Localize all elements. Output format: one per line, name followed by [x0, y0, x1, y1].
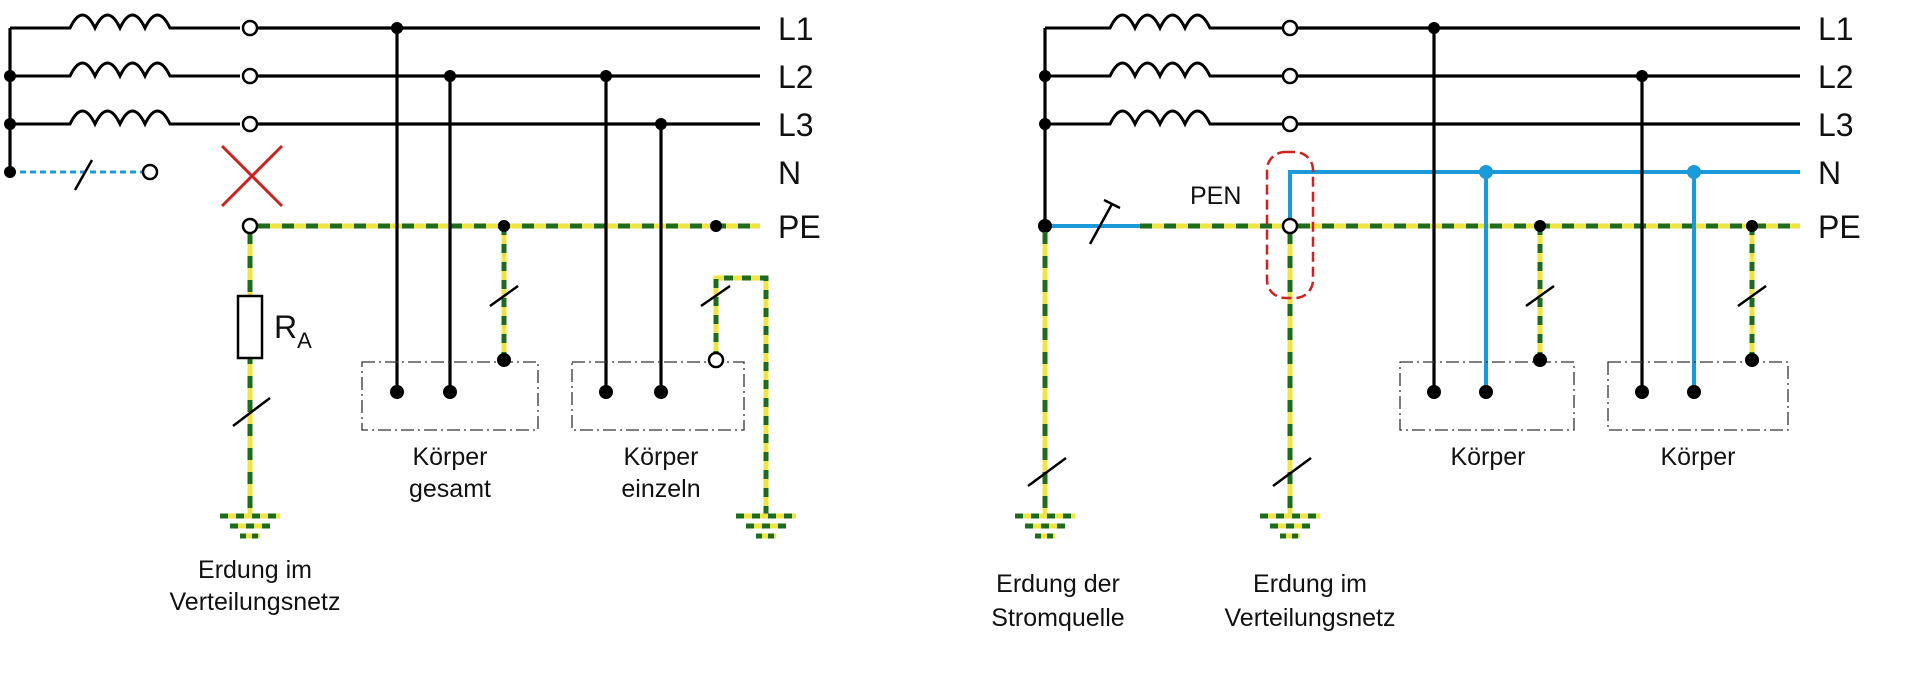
pe-drop-body-einzeln [713, 275, 769, 515]
junction-dot [1039, 118, 1051, 130]
body-terminal-dot [1479, 385, 1493, 399]
body-terminal-circle [707, 351, 725, 369]
body-label-einzeln-2: einzeln [621, 475, 700, 503]
junction-dot [1534, 220, 1546, 232]
pen-split-terminal [1281, 217, 1299, 235]
coil-l3-left [10, 109, 240, 128]
earth-symbol [220, 513, 280, 539]
body-label-gesamt-1: Körper [412, 443, 487, 471]
line-label-l3: L3 [1818, 107, 1854, 143]
switch-right [1088, 203, 1114, 245]
coil-l1-left [10, 13, 240, 32]
coil-l1-right [1045, 13, 1282, 32]
junction-dot [4, 70, 16, 82]
earth-source-label-2: Stromquelle [991, 604, 1124, 632]
switch-left [73, 159, 94, 191]
pe-terminal-circle [241, 217, 259, 235]
pen-label: PEN [1190, 182, 1241, 210]
line-label-n: N [1818, 155, 1841, 191]
earth-source-label-1: Erdung der [996, 570, 1120, 598]
line-label-l3: L3 [778, 107, 814, 143]
line-label-pe: PE [778, 209, 821, 245]
body-terminal-dot [443, 385, 457, 399]
junction-dot [655, 118, 667, 130]
body-terminal-dot [654, 385, 668, 399]
junction-dot [1636, 70, 1648, 82]
junction-dot [710, 220, 722, 232]
body-label-gesamt-2: gesamt [409, 475, 491, 503]
line-label-l1: L1 [778, 11, 814, 47]
body-box-right-2 [1607, 361, 1789, 431]
line-label-l2: L2 [778, 59, 814, 95]
body-terminal-dot [1533, 353, 1547, 367]
body-box-einzeln [571, 361, 745, 431]
terminal-circle [241, 67, 259, 85]
junction-dot [1038, 219, 1052, 233]
body-terminal-dot [1687, 385, 1701, 399]
neutral-junction-dot [1479, 165, 1493, 179]
earth-symbol [1260, 513, 1320, 539]
terminal-circle [241, 19, 259, 37]
body-terminal-dot [599, 385, 613, 399]
body-label-einzeln-1: Körper [623, 443, 698, 471]
junction-dot [4, 166, 16, 178]
disconnect-symbol [700, 284, 731, 308]
terminal-circle [241, 115, 259, 133]
body-terminal-dot [497, 353, 511, 367]
line-label-n: N [778, 155, 801, 191]
junction-dot [1039, 70, 1051, 82]
earth-network-label-2: Verteilungsnetz [1225, 604, 1396, 632]
resistor-ra [236, 294, 264, 360]
disconnect-symbol [489, 284, 519, 308]
disconnect-symbol [1027, 456, 1067, 488]
disconnect-symbol [1737, 284, 1767, 308]
junction-dot [4, 118, 16, 130]
junction-dot [1746, 220, 1758, 232]
left-diagram: L1 L2 L3 N PE RA Körper gesamt Körper ei… [4, 11, 821, 616]
earth-symbol [736, 513, 796, 539]
body-box-gesamt [361, 361, 539, 431]
earth-label-left-1: Erdung im [198, 556, 312, 584]
coil-l2-right [1045, 61, 1282, 80]
terminal-circle [1281, 67, 1299, 85]
earth-symbol [1015, 513, 1075, 539]
junction-dot [1428, 22, 1440, 34]
pen-marker [1265, 150, 1315, 300]
coil-l3-right [1045, 109, 1282, 128]
junction-dot [498, 220, 510, 232]
terminal-circle [1281, 19, 1299, 37]
resistor-label: RA [274, 309, 312, 353]
body-label-right-2: Körper [1660, 443, 1735, 471]
disconnect-symbol [1525, 284, 1555, 308]
coil-l2-left [10, 61, 240, 80]
body-label-right-1: Körper [1450, 443, 1525, 471]
junction-dot [444, 70, 456, 82]
pe-conductor-right [1287, 223, 1800, 515]
earth-label-left-2: Verteilungsnetz [170, 588, 341, 616]
switch-right [1103, 198, 1121, 210]
right-diagram: L1 L2 L3 N PE PEN Körper Körper Erdung d… [991, 11, 1860, 632]
body-box-right-1 [1399, 361, 1575, 431]
terminal-circle [1281, 115, 1299, 133]
disconnect-symbol [1272, 456, 1312, 488]
body-terminal-dot [390, 385, 404, 399]
junction-dot [600, 70, 612, 82]
neutral-junction-dot [1687, 165, 1701, 179]
line-label-pe: PE [1818, 209, 1861, 245]
disconnect-symbol [232, 397, 271, 427]
neutral-right [1288, 170, 1800, 218]
body-terminal-dot [1635, 385, 1649, 399]
terminal-circle [141, 163, 159, 181]
body-terminal-dot [1745, 353, 1759, 367]
no-neutral-cross [220, 144, 284, 208]
line-label-l2: L2 [1818, 59, 1854, 95]
body-terminal-dot [1427, 385, 1441, 399]
earth-network-label-1: Erdung im [1253, 570, 1367, 598]
junction-dot [391, 22, 403, 34]
line-label-l1: L1 [1818, 11, 1854, 47]
